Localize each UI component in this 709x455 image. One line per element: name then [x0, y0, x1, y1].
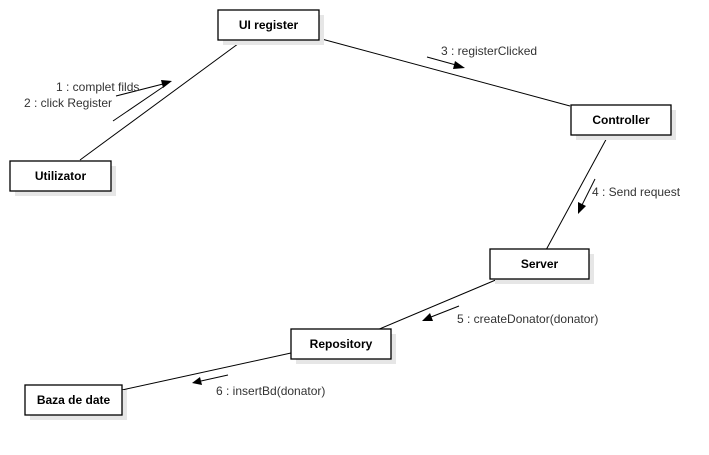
message-label-6: 6 : insertBd(donator) — [216, 384, 325, 398]
arrow-head-icon — [161, 80, 172, 88]
arrow-head-icon — [578, 202, 586, 214]
message-label-4: 4 : Send request — [592, 185, 681, 199]
message-label-5: 5 : createDonator(donator) — [457, 312, 598, 326]
message-label-1: 1 : complet filds — [56, 80, 139, 94]
node-server-label: Server — [521, 257, 559, 271]
arrow-head-icon — [453, 61, 465, 69]
message-arrow-4 — [578, 178, 596, 214]
message-arrow-2 — [112, 86, 164, 122]
node-baza-de-date: Baza de date — [24, 384, 127, 420]
arrow-head-icon — [422, 313, 433, 321]
node-repository-label: Repository — [310, 337, 373, 351]
node-utilizator: Utilizator — [9, 160, 116, 196]
node-baza-de-date-label: Baza de date — [37, 393, 111, 407]
link-repository-baza-de-date — [121, 352, 292, 391]
message-arrow-1 — [115, 80, 172, 97]
node-ui-register-label: UI register — [239, 18, 299, 32]
node-ui-register: UI register — [217, 9, 324, 45]
node-repository: Repository — [290, 328, 396, 364]
node-server: Server — [489, 248, 594, 284]
node-utilizator-label: Utilizator — [35, 169, 87, 183]
message-arrow-5 — [422, 305, 460, 321]
node-controller-label: Controller — [592, 113, 650, 127]
message-arrow-3 — [426, 56, 465, 69]
message-arrow-6 — [192, 374, 229, 385]
node-controller: Controller — [570, 104, 676, 140]
links — [79, 37, 610, 391]
link-ui-register-controller — [317, 37, 571, 107]
link-server-repository — [376, 278, 499, 331]
arrow-head-icon — [192, 377, 202, 385]
link-utilizator-ui-register — [79, 37, 247, 161]
message-label-2: 2 : click Register — [24, 96, 112, 110]
link-controller-server — [545, 133, 610, 251]
message-label-3: 3 : registerClicked — [441, 44, 537, 58]
